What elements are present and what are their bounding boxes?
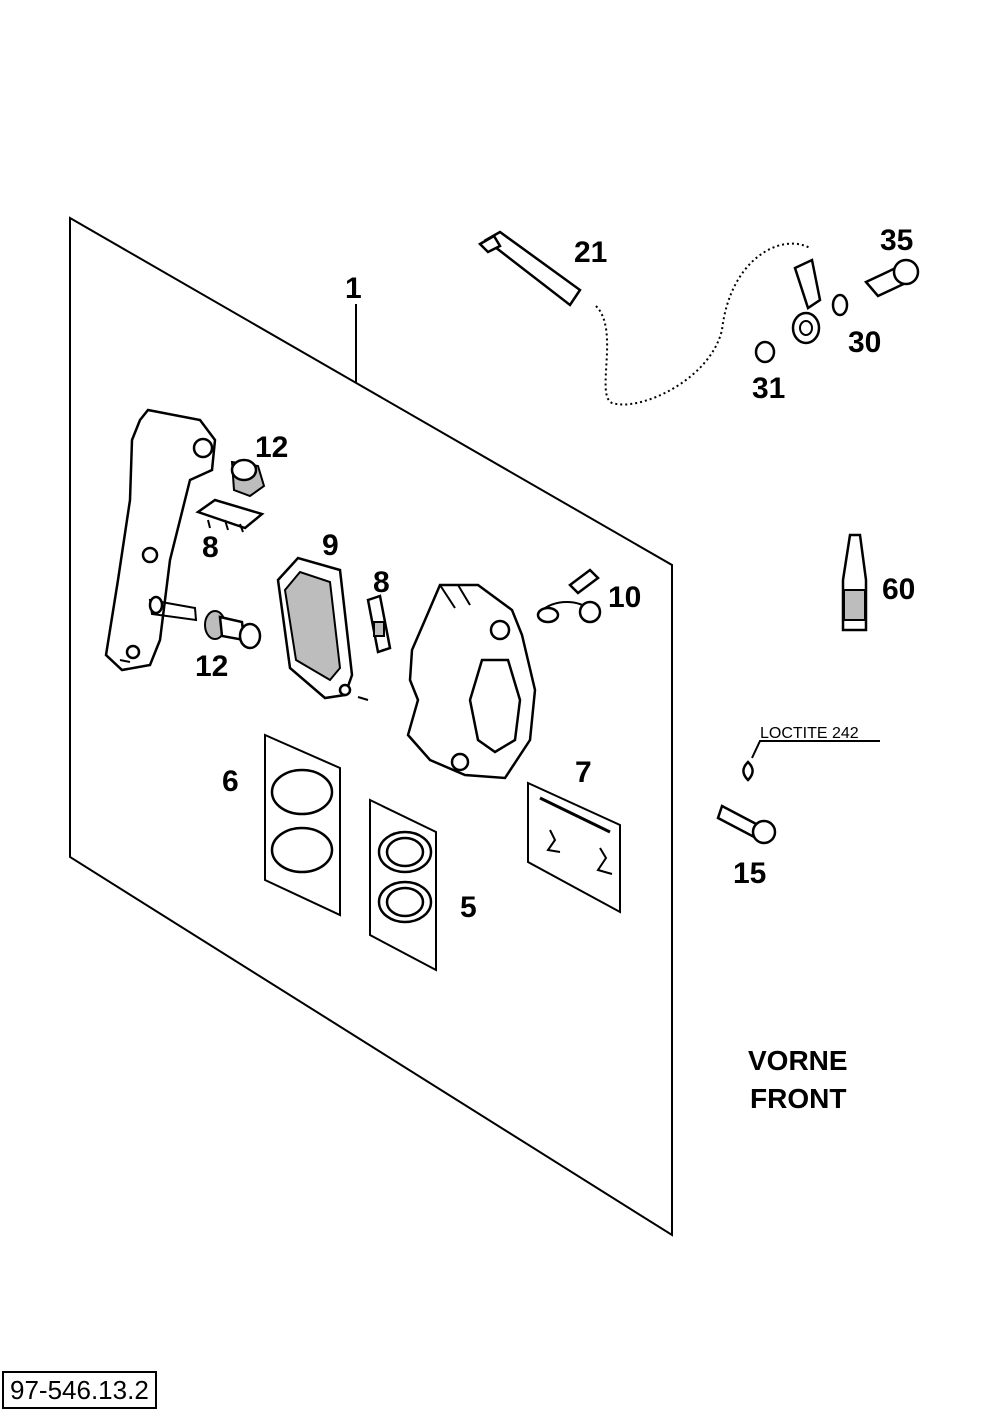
callout-8-upper: 8 bbox=[202, 531, 219, 564]
callout-12-upper: 12 bbox=[255, 431, 288, 464]
callout-1: 1 bbox=[345, 272, 362, 305]
callout-15: 15 bbox=[733, 857, 766, 890]
seal-kit bbox=[369, 798, 437, 972]
callout-6: 6 bbox=[222, 765, 239, 798]
caliper-kit-panel bbox=[69, 216, 673, 1237]
pin-kit bbox=[527, 781, 621, 914]
callout-5: 5 bbox=[460, 891, 477, 924]
callout-7: 7 bbox=[575, 756, 592, 789]
banjo-bolt bbox=[863, 258, 920, 298]
rubber-boot-upper bbox=[230, 458, 266, 498]
screw-15 bbox=[716, 740, 880, 845]
pad-spring-middle bbox=[366, 594, 392, 654]
callout-21: 21 bbox=[574, 236, 607, 269]
heading-vorne: VORNE bbox=[748, 1045, 848, 1076]
washer-31 bbox=[754, 340, 776, 364]
callout-35: 35 bbox=[880, 224, 913, 257]
caliper-body bbox=[406, 583, 537, 780]
loctite-note: LOCTITE 242 bbox=[760, 725, 859, 742]
guide-pin-lower bbox=[204, 610, 262, 650]
bleeder-and-banjo bbox=[536, 568, 602, 624]
drawing-reference-number: 97-546.13.2 bbox=[2, 1371, 157, 1409]
brake-hose bbox=[477, 230, 822, 406]
threadlocker-bottle bbox=[841, 533, 868, 632]
pad-spring-upper bbox=[195, 498, 265, 533]
callout-31: 31 bbox=[752, 372, 785, 405]
callout-8-middle: 8 bbox=[373, 566, 390, 599]
callout-10: 10 bbox=[608, 581, 641, 614]
callout-60: 60 bbox=[882, 573, 915, 606]
callout-30: 30 bbox=[848, 326, 881, 359]
callout-12-lower: 12 bbox=[195, 650, 228, 683]
caliper-bracket bbox=[104, 408, 217, 672]
heading-front: FRONT bbox=[750, 1083, 846, 1114]
piston-kit bbox=[264, 733, 341, 917]
brake-pad bbox=[276, 556, 369, 701]
callout-9: 9 bbox=[322, 529, 339, 562]
washer-30 bbox=[831, 293, 849, 317]
